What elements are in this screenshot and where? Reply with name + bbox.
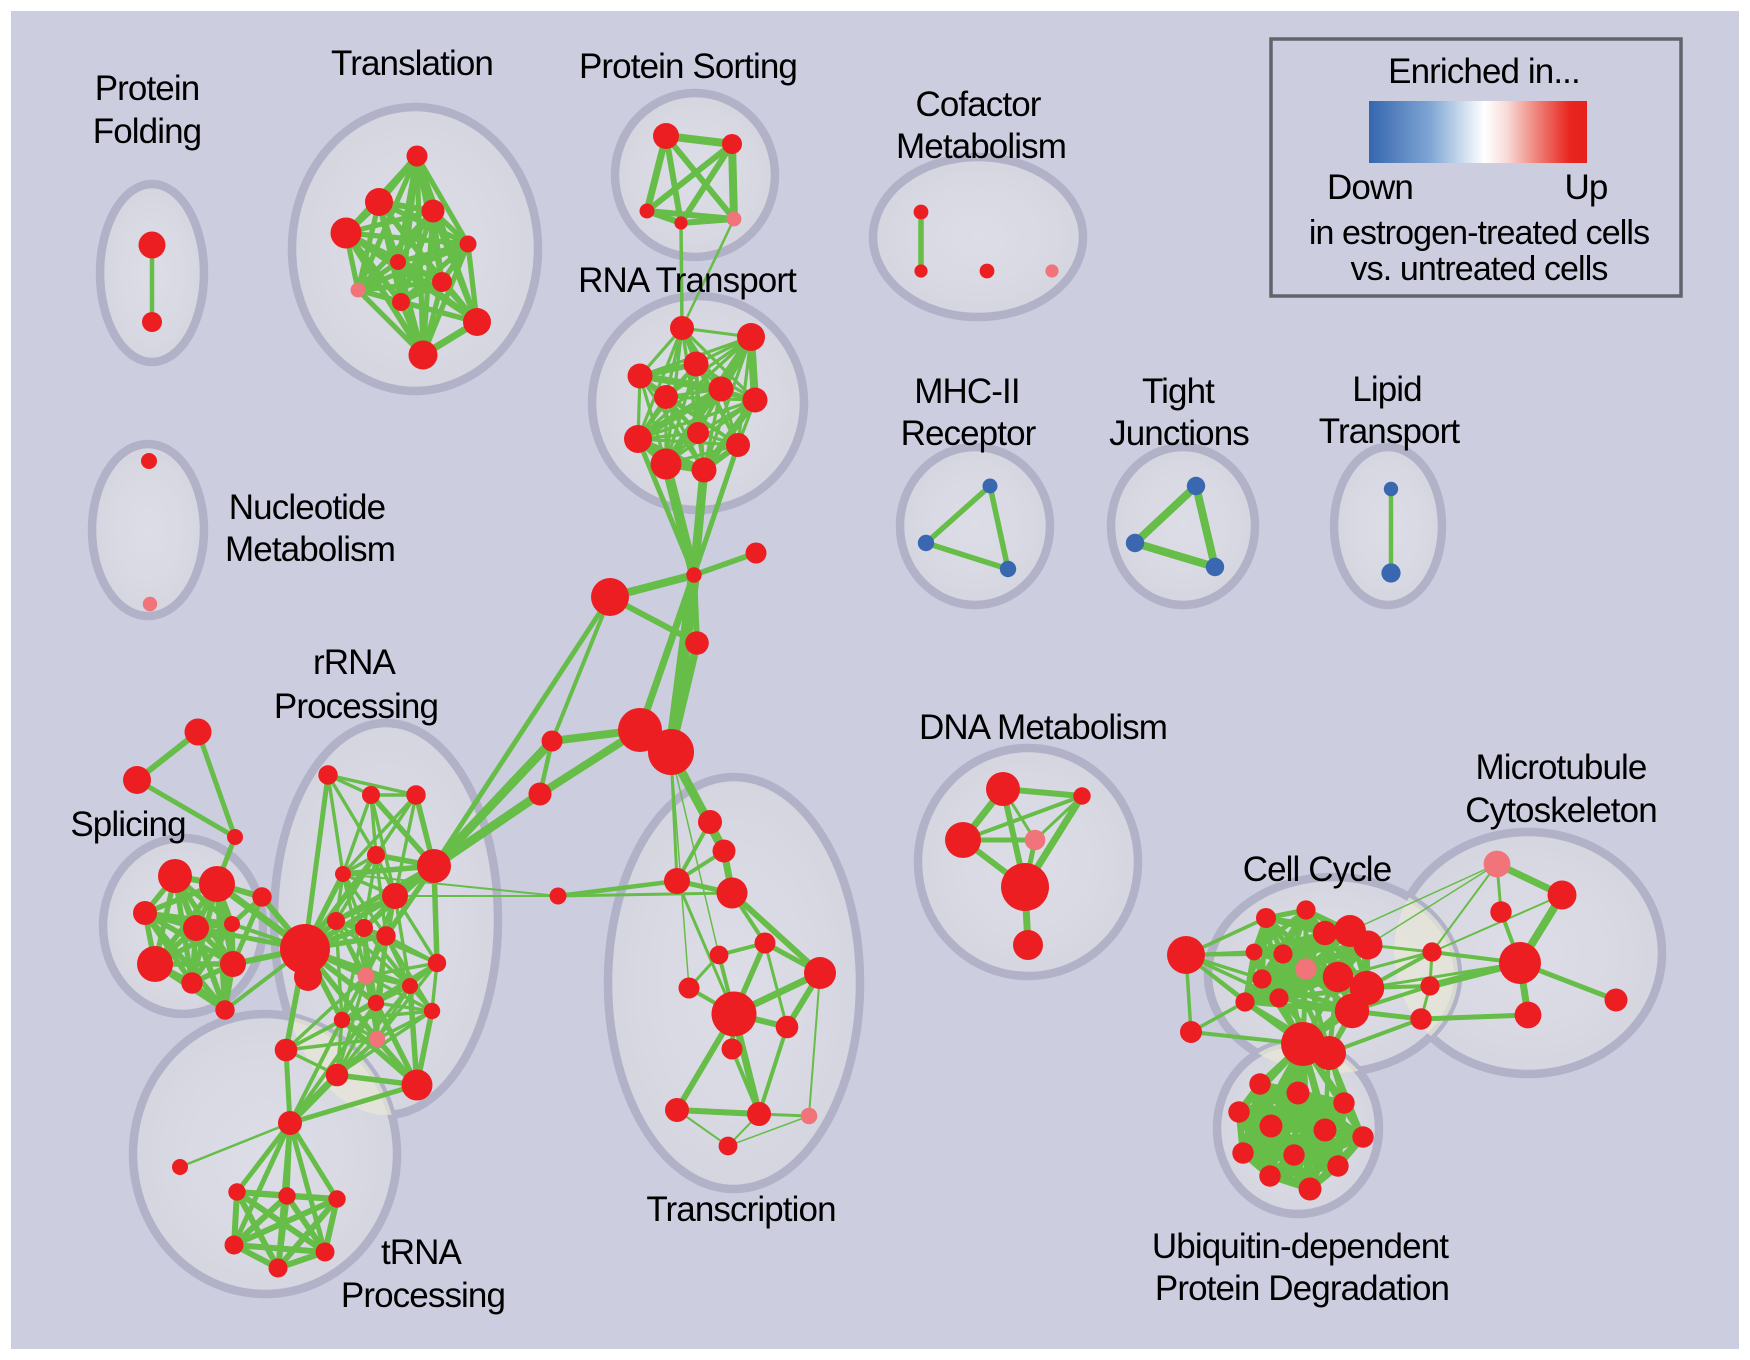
svg-text:Protein: Protein (95, 69, 200, 108)
svg-text:Tight: Tight (1142, 372, 1215, 411)
svg-text:DNA Metabolism: DNA Metabolism (919, 708, 1167, 747)
svg-text:tRNA: tRNA (381, 1233, 463, 1272)
svg-text:RNA Transport: RNA Transport (578, 261, 797, 300)
svg-text:Metabolism: Metabolism (225, 530, 395, 569)
svg-text:Cell Cycle: Cell Cycle (1243, 850, 1392, 889)
svg-text:Protein Degradation: Protein Degradation (1155, 1269, 1449, 1308)
svg-text:Protein Sorting: Protein Sorting (579, 47, 797, 86)
svg-text:Metabolism: Metabolism (896, 127, 1066, 166)
svg-text:Junctions: Junctions (1109, 414, 1249, 453)
svg-text:Microtubule: Microtubule (1475, 748, 1646, 787)
svg-text:Up: Up (1565, 168, 1608, 207)
svg-text:Down: Down (1327, 168, 1413, 207)
svg-text:in estrogen-treated cells: in estrogen-treated cells (1309, 214, 1649, 252)
svg-text:Transcription: Transcription (646, 1190, 835, 1229)
svg-text:Transport: Transport (1319, 412, 1461, 451)
svg-text:rRNA: rRNA (313, 643, 397, 682)
svg-text:Enriched in...: Enriched in... (1388, 52, 1580, 91)
svg-text:Processing: Processing (274, 687, 438, 726)
svg-text:Cytoskeleton: Cytoskeleton (1465, 791, 1657, 830)
svg-text:vs. untreated cells: vs. untreated cells (1351, 250, 1608, 288)
svg-text:Lipid: Lipid (1352, 370, 1421, 409)
svg-text:Cofactor: Cofactor (915, 85, 1041, 124)
svg-text:MHC-II: MHC-II (914, 372, 1019, 411)
svg-text:Translation: Translation (331, 44, 493, 83)
svg-text:Processing: Processing (341, 1276, 505, 1315)
svg-text:Folding: Folding (93, 112, 202, 151)
svg-text:Ubiquitin-dependent: Ubiquitin-dependent (1152, 1227, 1449, 1266)
svg-text:Splicing: Splicing (70, 805, 185, 844)
svg-text:Receptor: Receptor (901, 414, 1037, 453)
svg-text:Nucleotide: Nucleotide (229, 488, 385, 527)
